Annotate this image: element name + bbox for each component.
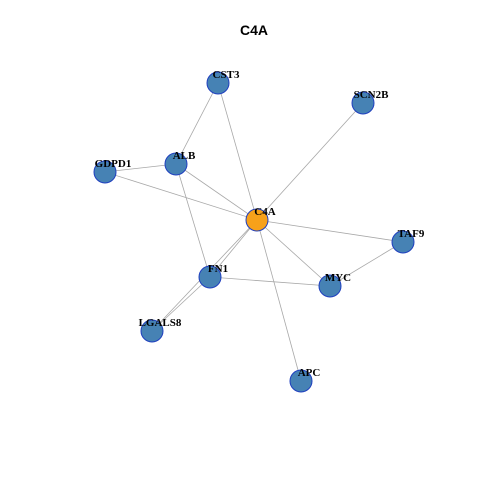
node-myc xyxy=(318,274,342,298)
node-label-fn1: FN1 xyxy=(208,263,228,275)
node-scn2b xyxy=(351,91,375,115)
edge-alb-gdpd1 xyxy=(104,163,177,173)
node-cst3 xyxy=(206,71,230,95)
edge-c4a-apc xyxy=(256,219,302,382)
node-label-lgals8: LGALS8 xyxy=(139,317,182,329)
edge-alb-fn1 xyxy=(175,163,211,278)
edge-c4a-taf9 xyxy=(256,219,404,243)
edge-fn1-myc xyxy=(209,276,331,287)
node-label-c4a: C4A xyxy=(254,206,275,218)
node-label-scn2b: SCN2B xyxy=(354,89,390,101)
edge-fn1-lgals8 xyxy=(151,276,211,332)
edge-c4a-cst3 xyxy=(217,82,258,221)
edge-myc-taf9 xyxy=(329,241,404,287)
node-label-alb: ALB xyxy=(173,150,196,162)
node-label-myc: MYC xyxy=(325,272,351,284)
node-c4a xyxy=(245,208,269,232)
node-apc xyxy=(289,369,313,393)
node-fn1 xyxy=(198,265,222,289)
edge-c4a-alb xyxy=(175,163,258,221)
edge-c4a-myc xyxy=(256,219,331,287)
node-label-gdpd1: GDPD1 xyxy=(95,158,132,170)
node-label-cst3: CST3 xyxy=(213,69,240,81)
edge-cst3-alb xyxy=(175,82,219,165)
edge-c4a-fn1 xyxy=(209,219,258,278)
node-label-taf9: TAF9 xyxy=(398,228,425,240)
edge-c4a-scn2b xyxy=(256,102,364,221)
node-alb xyxy=(164,152,188,176)
node-gdpd1 xyxy=(93,160,117,184)
node-lgals8 xyxy=(140,319,164,343)
nodes-layer xyxy=(93,71,415,393)
node-taf9 xyxy=(391,230,415,254)
node-label-apc: APC xyxy=(298,367,321,379)
edge-c4a-gdpd1 xyxy=(104,171,258,221)
diagram-title: C4A xyxy=(240,22,268,38)
edges-layer xyxy=(104,82,404,382)
